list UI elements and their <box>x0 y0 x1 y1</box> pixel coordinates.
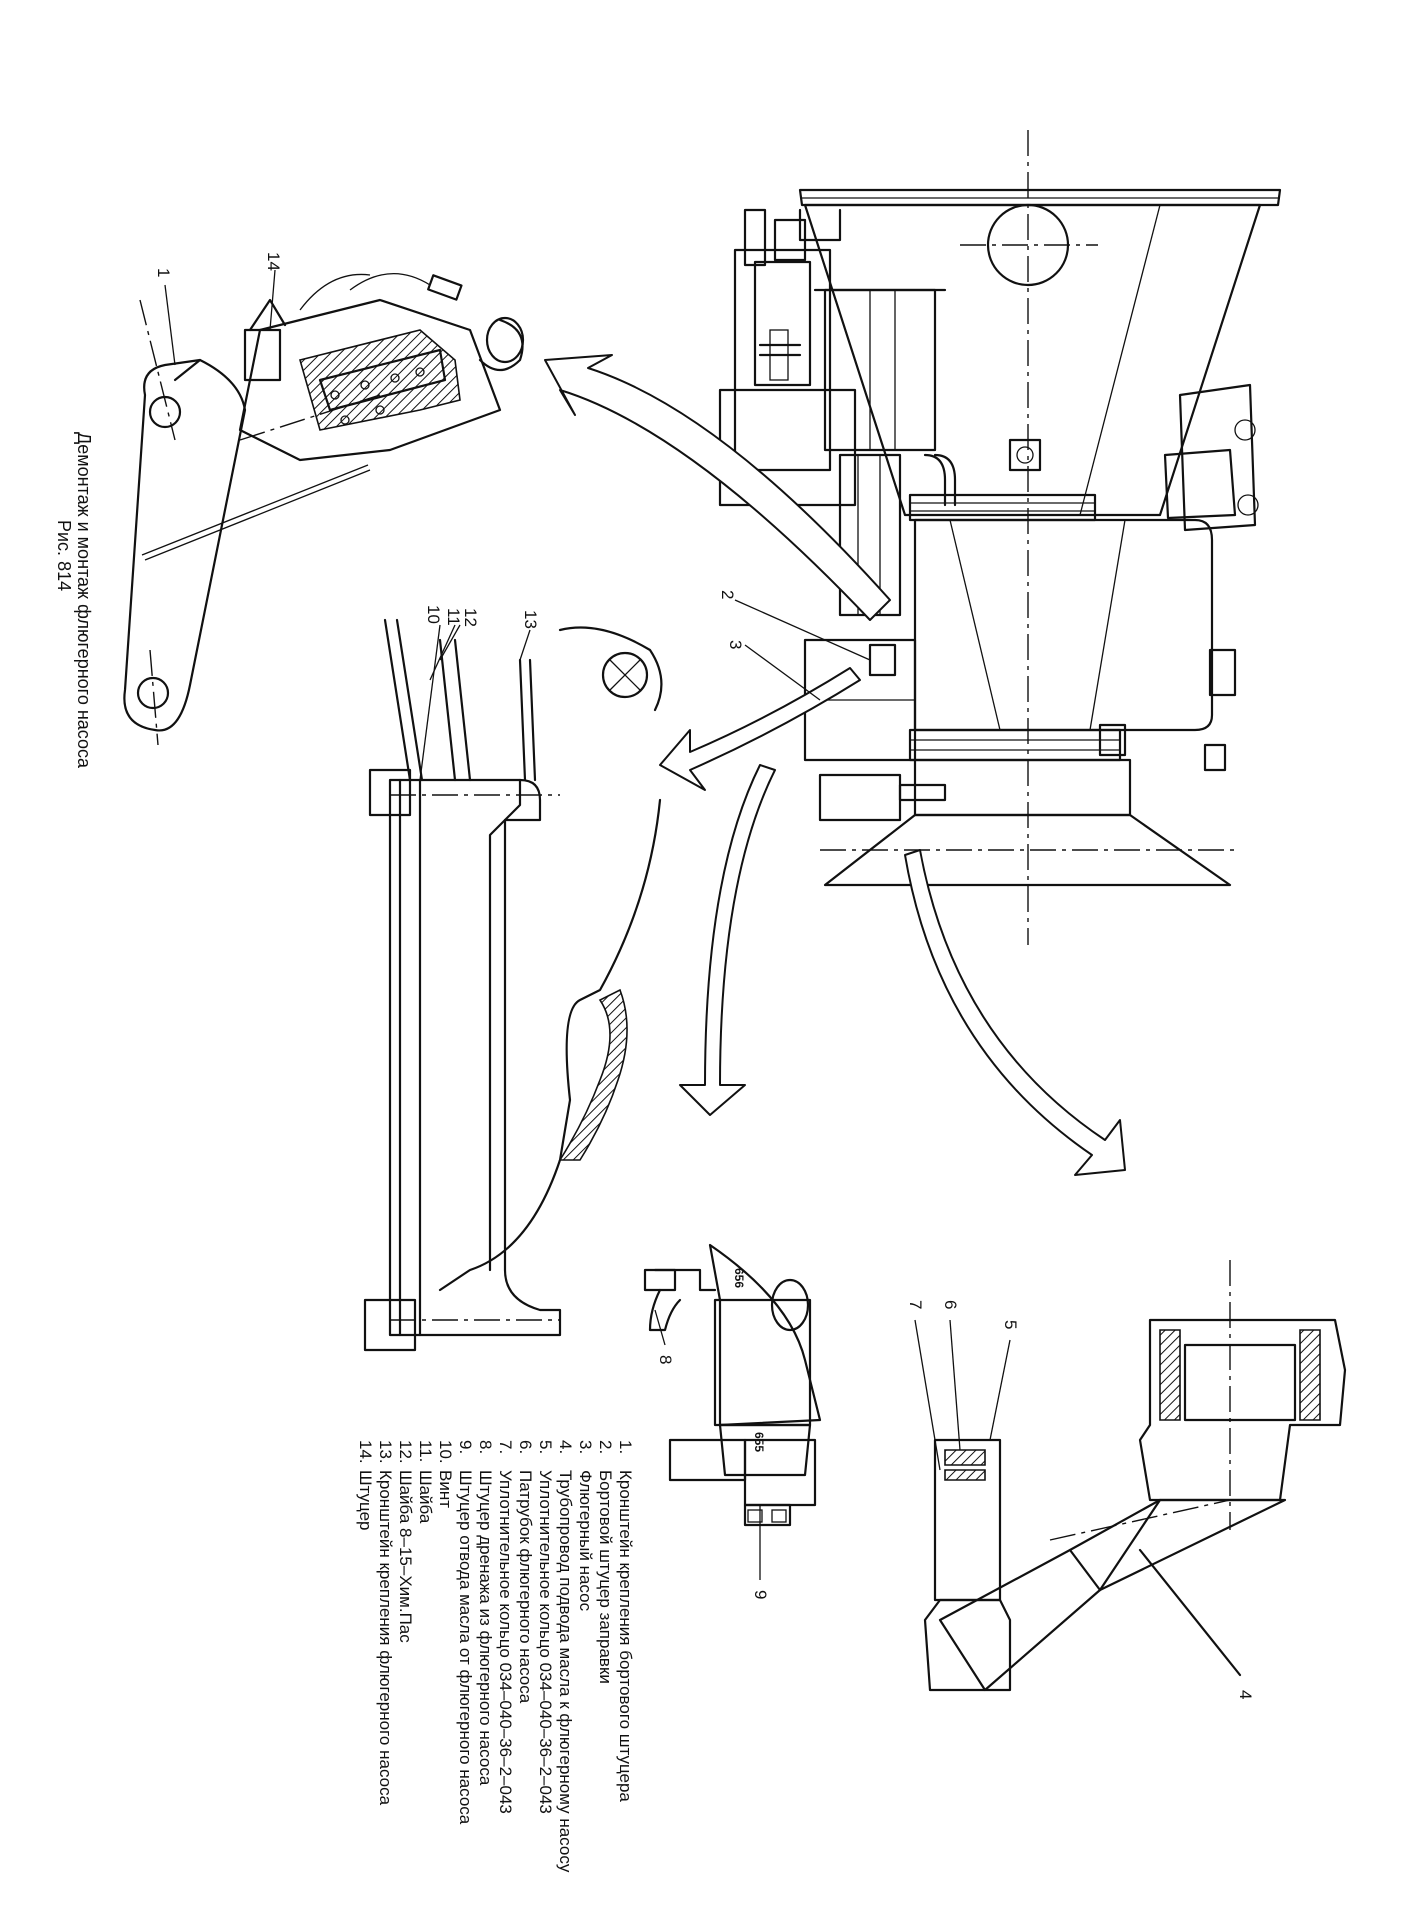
legend-item-8: Штуцер дренажа из флюгерного насоса <box>476 1470 495 1786</box>
legend-num-13: 13. <box>376 1440 395 1464</box>
legend-num-2: 2. <box>596 1440 615 1454</box>
callout-14: 14 <box>264 252 283 271</box>
caption-title: Демонтаж и монтаж флюгерного насоса <box>74 432 94 769</box>
figure-caption: Демонтаж и монтаж флюгерного насоса Рис.… <box>54 432 94 769</box>
arrow-to-detail-3 <box>679 764 776 1116</box>
legend-num-11: 11. <box>416 1440 435 1462</box>
callout-2: 2 <box>718 590 737 599</box>
caption-figure-number: Рис. 814 <box>54 520 74 591</box>
legend-num-6: 6. <box>516 1440 535 1454</box>
arrow-to-detail-4 <box>904 849 1126 1176</box>
legend-num-7: 7. <box>496 1440 515 1454</box>
callout-1: 1 <box>154 268 173 277</box>
parts-legend: 1. Кронштейн крепления бортового штуцера… <box>356 1440 635 1873</box>
legend-item-5: Уплотнительное кольцо 034–040–36–2–043 <box>536 1470 555 1814</box>
part-mark-656: 656 <box>732 1268 746 1288</box>
legend-item-10: Винт <box>436 1470 455 1508</box>
legend-num-8: 8. <box>476 1440 495 1454</box>
legend-num-3: 3. <box>576 1440 595 1454</box>
callout-13: 13 <box>521 610 540 629</box>
leader-lines <box>164 269 1011 1580</box>
callout-12: 12 <box>461 608 480 627</box>
legend-item-14: Штуцер <box>356 1470 375 1531</box>
detail-pump-bracket <box>363 618 663 1352</box>
legend-num-12: 12. <box>396 1440 415 1464</box>
callout-5: 5 <box>1001 1320 1020 1329</box>
main-assembly <box>718 130 1282 945</box>
direction-arrows <box>544 354 1126 1176</box>
legend-item-11: Шайба <box>416 1470 435 1524</box>
callout-10: 10 <box>424 605 443 624</box>
callout-numbers: 1 2 3 4 5 6 7 8 9 10 11 12 13 14 <box>154 252 1255 1699</box>
callout-4: 4 <box>1236 1690 1255 1699</box>
detail-pump-fittings: 656 655 <box>643 1243 822 1527</box>
legend-item-6: Патрубок флюгерного насоса <box>516 1470 535 1704</box>
legend-item-2: Бортовой штуцер заправки <box>596 1470 615 1684</box>
callout-11: 11 <box>444 608 463 626</box>
legend-item-4: Трубопровод подвода масла к флюгерному н… <box>556 1470 575 1873</box>
legend-item-3: Флюгерный насос <box>576 1470 595 1612</box>
legend-num-9: 9. <box>456 1440 475 1454</box>
legend-item-13: Кронштейн крепления флюгерного насоса <box>376 1470 395 1806</box>
callout-6: 6 <box>941 1300 960 1309</box>
callout-9: 9 <box>751 1590 770 1599</box>
legend-item-9: Штуцер отвода масла от флюгерного насоса <box>456 1470 475 1825</box>
detail-elbow-pipe <box>923 1260 1347 1692</box>
arrow-to-detail-1 <box>544 354 891 621</box>
callout-8: 8 <box>656 1355 675 1364</box>
legend-num-1: 1. <box>616 1440 635 1454</box>
callout-7: 7 <box>906 1300 925 1309</box>
legend-num-5: 5. <box>536 1440 555 1454</box>
legend-num-14: 14. <box>356 1440 375 1464</box>
legend-item-1: Кронштейн крепления бортового штуцера <box>616 1470 635 1802</box>
part-mark-655: 655 <box>752 1432 766 1452</box>
legend-item-12: Шайба 8–15–Хим.Пас <box>396 1470 415 1643</box>
legend-num-4: 4. <box>556 1440 575 1454</box>
detail-fitting-bracket <box>123 273 525 746</box>
legend-item-7: Уплотнительное кольцо 034–040–36–2–043 <box>496 1470 515 1814</box>
legend-num-10: 10. <box>436 1440 455 1464</box>
arrow-to-detail-2 <box>659 667 861 791</box>
callout-3: 3 <box>726 640 745 649</box>
